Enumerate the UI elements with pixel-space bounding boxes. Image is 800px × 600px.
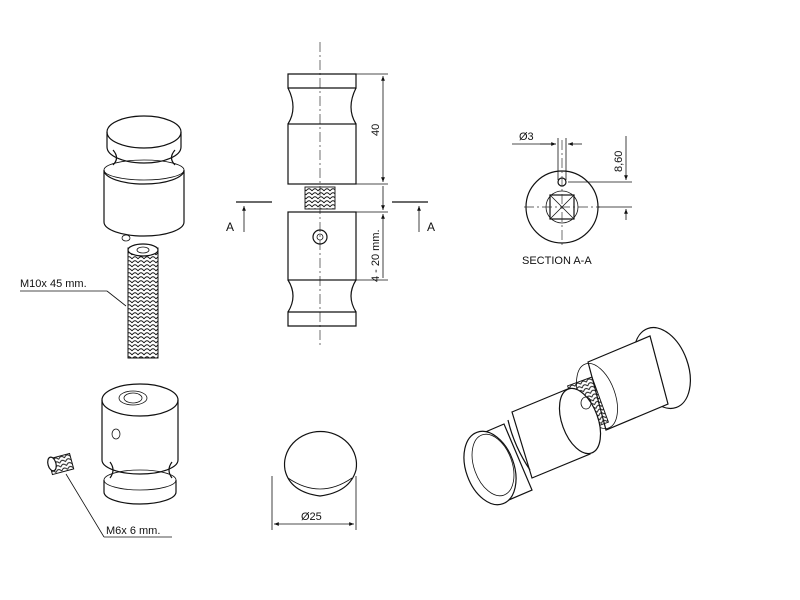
threaded-rod (127, 243, 159, 359)
rod-label-text: M10x 45 mm. (20, 278, 87, 290)
cap-end-view: Ø25 (271, 430, 358, 530)
dim-outer-diameter-text: Ø25 (301, 511, 322, 523)
section-title: SECTION A-A (522, 255, 592, 267)
rod-label: M10x 45 mm. (20, 278, 127, 307)
dimension-hole-diameter: Ø3 (512, 131, 582, 180)
dimension-gap: 4 - 20 mm. (340, 186, 388, 282)
assembled-isometric (463, 326, 691, 506)
section-letter-right: A (427, 220, 435, 234)
dim-height-text: 40 (370, 124, 382, 136)
setscrew-label-text: M6x 6 mm. (106, 525, 160, 537)
set-screw (47, 452, 75, 476)
dim-hole-diameter-text: Ø3 (519, 131, 534, 143)
front-elevation (287, 42, 357, 348)
section-view: SECTION A-A (522, 140, 600, 267)
section-cut-left: A (226, 201, 272, 234)
dimension-height: 40 (356, 73, 388, 185)
exploded-bottom-cap (101, 383, 179, 505)
section-cut-right: A (392, 201, 435, 234)
exploded-top-cap (103, 115, 185, 242)
dimension-hole-offset: 8,60 (568, 136, 632, 220)
dim-gap-text: 4 - 20 mm. (370, 229, 382, 282)
dim-hole-offset-text: 8,60 (613, 151, 625, 172)
setscrew-label: M6x 6 mm. (65, 473, 172, 538)
section-letter-left: A (226, 220, 234, 234)
